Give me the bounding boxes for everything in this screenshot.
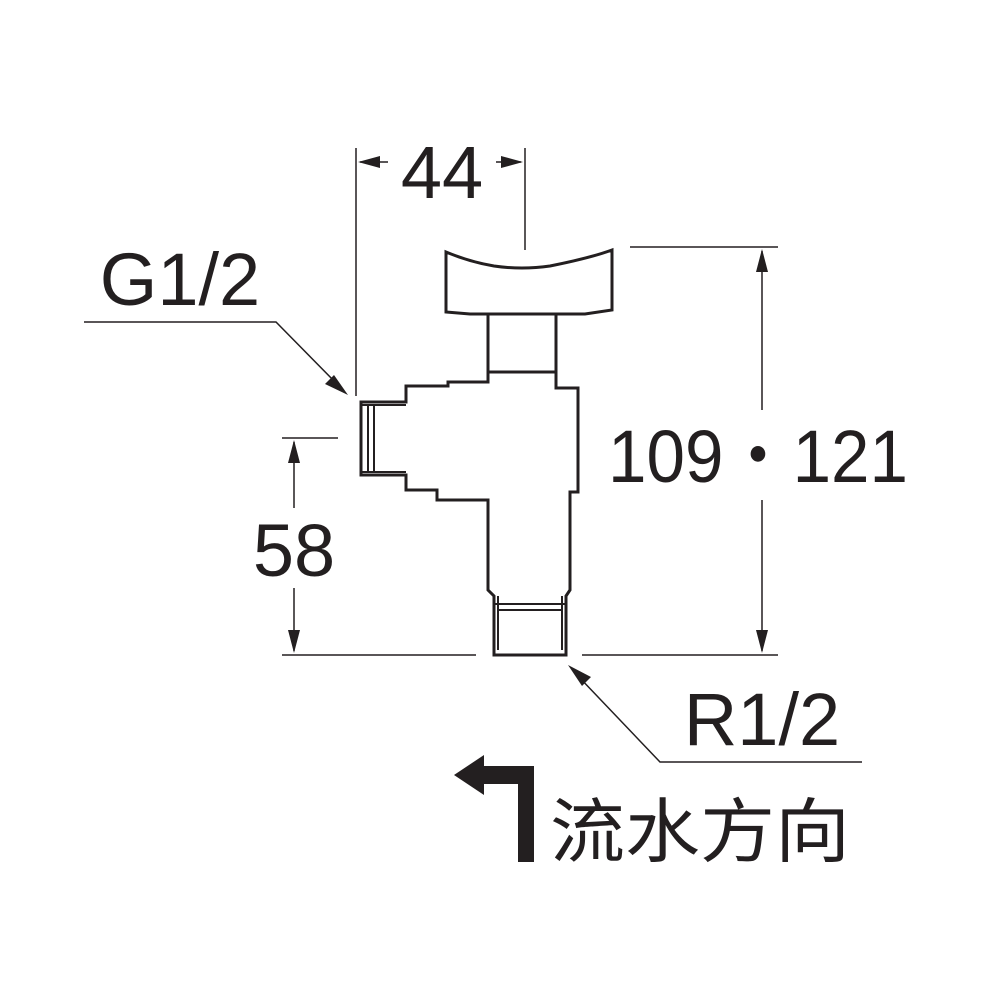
dimension-total-height: 109・121 <box>582 246 908 656</box>
dimension-width: 44 <box>355 131 526 396</box>
flow-direction: 流水方向 <box>454 755 850 873</box>
callout-inlet: G1/2 <box>84 238 348 395</box>
outlet-thread-label: R1/2 <box>684 678 840 761</box>
arrowhead-icon <box>756 630 768 653</box>
dimension-width-label: 44 <box>401 131 483 214</box>
label-backdrop <box>388 140 496 186</box>
arrowhead-icon <box>288 440 300 463</box>
callout-outlet: R1/2 <box>568 665 862 763</box>
valve-main-body <box>359 370 580 657</box>
arrowhead-icon <box>501 156 523 168</box>
arrowhead-icon <box>325 375 348 395</box>
dimension-total-height-label: 109・121 <box>608 415 908 498</box>
inlet-thread-label: G1/2 <box>100 238 260 321</box>
handle-stem <box>486 310 558 374</box>
flow-direction-arrow-icon <box>454 755 534 862</box>
dimension-lower-height: 58 <box>253 437 476 656</box>
leader-line <box>577 675 862 763</box>
leader-line <box>84 321 339 386</box>
flow-direction-label: 流水方向 <box>550 791 850 873</box>
dimension-lower-height-label: 58 <box>253 509 335 592</box>
valve-handle <box>444 247 614 374</box>
arrowhead-icon <box>756 249 768 272</box>
arrowhead-icon <box>358 156 380 168</box>
arrowhead-icon <box>288 630 300 653</box>
arrowhead-icon <box>568 665 591 686</box>
valve-body <box>359 370 580 657</box>
handle-wing <box>444 247 614 316</box>
